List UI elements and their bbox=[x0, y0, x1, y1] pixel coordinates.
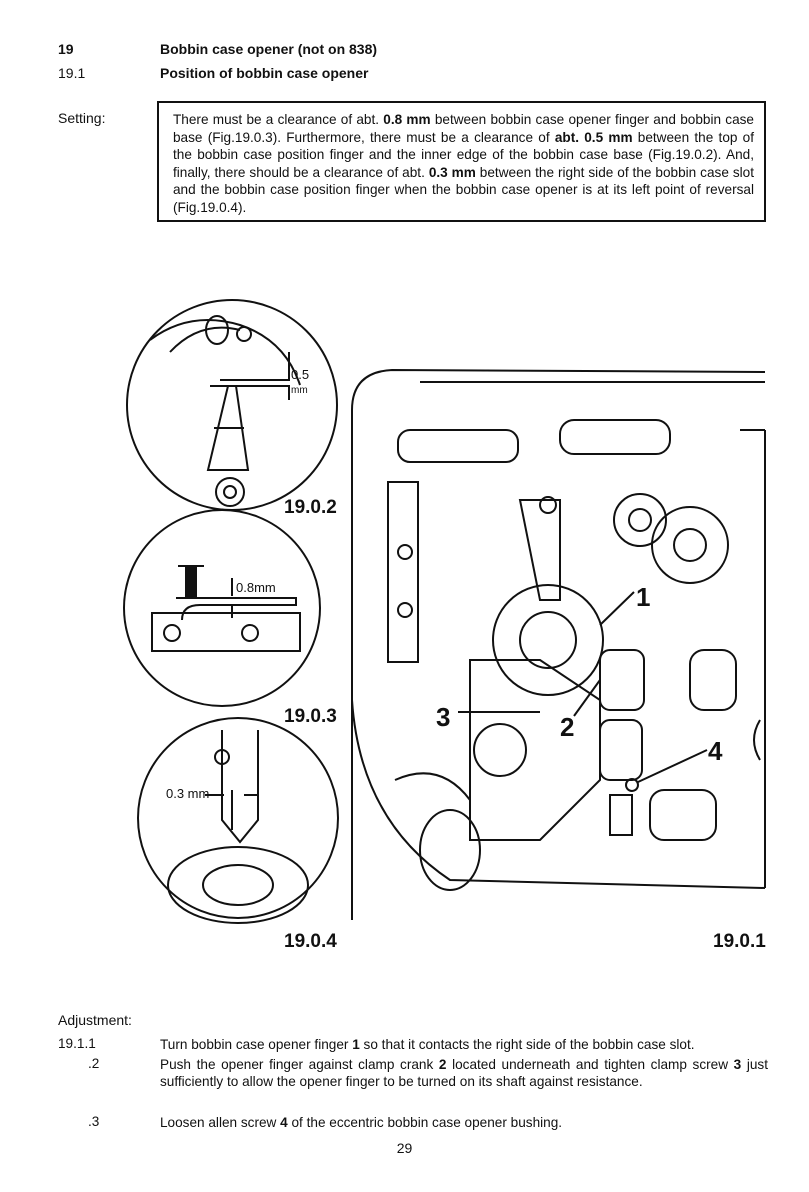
setting-value: abt. 0.5 mm bbox=[554, 129, 633, 145]
step-text: Loosen allen screw 4 of the eccentric bo… bbox=[160, 1114, 768, 1131]
detail-19-0-1 bbox=[351, 368, 766, 920]
setting-text: between bobbin case opener finger and bo… bbox=[173, 112, 754, 145]
setting-text: between the top of the bobbin case posit… bbox=[173, 129, 755, 180]
page-number: 29 bbox=[396, 1140, 413, 1156]
step-text-part: Push the opener finger against clamp cra… bbox=[160, 1057, 439, 1072]
figure-label-19-0-2: 19.0.2 bbox=[284, 497, 337, 518]
step-text-part: located underneath and tighten clamp scr… bbox=[446, 1057, 734, 1072]
adjustment-label: Adjustment: bbox=[58, 1012, 132, 1028]
dimension-label: 0.8mm bbox=[236, 580, 276, 595]
callout-2: 2 bbox=[560, 712, 574, 742]
subsection-title: Position of bobbin case opener bbox=[160, 65, 369, 81]
setting-label: Setting: bbox=[58, 110, 106, 126]
dimension-label: 0.5 bbox=[291, 367, 309, 382]
detail-19-0-3 bbox=[123, 509, 321, 707]
callout-4: 4 bbox=[708, 736, 723, 766]
section-title: Bobbin case opener (not on 838) bbox=[160, 41, 378, 57]
section-number: 19 bbox=[58, 41, 74, 57]
dimension-label: 0.3 mm bbox=[166, 786, 209, 801]
technical-illustration: 0.5 mm 0.8mm 0.3 mm 1 2 3 4 bbox=[123, 299, 766, 924]
setting-text: between the right side of the bobbin cas… bbox=[173, 164, 754, 215]
step-text-part: just sufficiently to allow the opener fi… bbox=[160, 1057, 768, 1089]
step-ref: 4 bbox=[280, 1115, 288, 1130]
step-text: Push the opener finger against clamp cra… bbox=[160, 1056, 768, 1090]
callout-3: 3 bbox=[436, 702, 450, 732]
step-ref: 2 bbox=[438, 1057, 447, 1072]
dimension-unit: mm bbox=[291, 385, 308, 396]
figure-label-19-0-3: 19.0.3 bbox=[284, 706, 337, 727]
setting-box: There must be a clearance of abt. 0.8 mm… bbox=[157, 101, 766, 222]
setting-value: 0.8 mm bbox=[383, 112, 431, 127]
step-text-part: Loosen allen screw bbox=[160, 1115, 281, 1130]
setting-value: 0.3 mm bbox=[428, 164, 476, 180]
step-text-part: so that it contacts the right side of th… bbox=[359, 1037, 695, 1052]
detail-19-0-2 bbox=[126, 299, 338, 511]
step-text-part: Turn bobbin case opener finger bbox=[160, 1037, 353, 1052]
callout-1: 1 bbox=[636, 582, 650, 612]
setting-text: There must be a clearance of abt. bbox=[173, 112, 384, 127]
subsection-number: 19.1 bbox=[58, 65, 86, 81]
step-number: .3 bbox=[88, 1114, 100, 1129]
detail-19-0-4 bbox=[137, 717, 339, 924]
step-ref: 1 bbox=[352, 1037, 360, 1052]
figure-label-19-0-1: 19.0.1 bbox=[713, 931, 766, 952]
figure-label-19-0-4: 19.0.4 bbox=[284, 931, 337, 952]
step-ref: 3 bbox=[733, 1057, 742, 1072]
step-number: 19.1.1 bbox=[58, 1036, 96, 1051]
step-text: Turn bobbin case opener finger 1 so that… bbox=[160, 1036, 768, 1053]
step-text-part: of the eccentric bobbin case opener bush… bbox=[287, 1115, 563, 1130]
step-number: .2 bbox=[88, 1056, 100, 1071]
